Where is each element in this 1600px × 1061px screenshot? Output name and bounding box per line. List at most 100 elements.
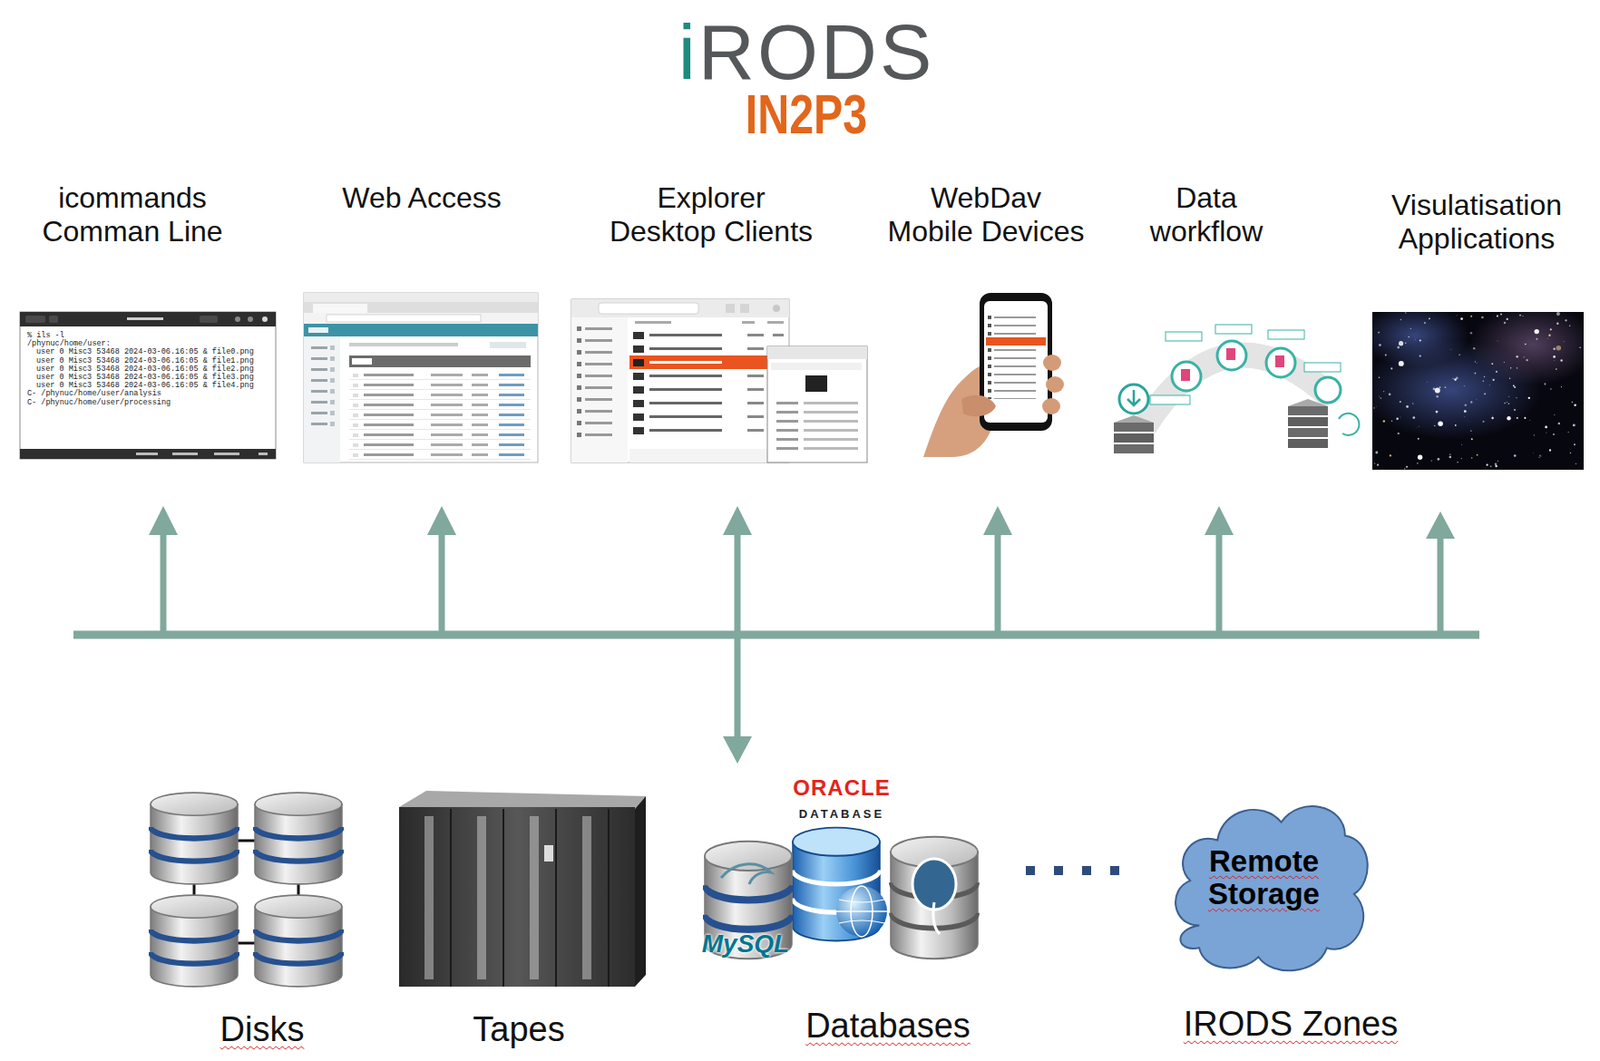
explorer-screenshot [571,299,790,318]
star-field [1458,354,1460,356]
workflow-illustration [1113,422,1154,432]
access-bus [160,531,167,635]
star-field [1528,397,1531,400]
star-field [1503,361,1505,363]
logo-title: iRODS [678,12,936,91]
cloud-text-slot: Remote Storage [1207,845,1322,912]
star-field [1516,355,1519,358]
access-bus [439,531,446,635]
star-field [1434,388,1441,394]
star-field [1513,409,1516,411]
star-field [1463,385,1465,388]
star-field [1373,407,1376,410]
explorer-screenshot [571,299,868,463]
star-field [1405,405,1409,409]
star-field [1419,355,1422,358]
disk-array [254,895,342,987]
logo-title-slot: iRODS [678,12,936,91]
star-field [1481,316,1484,320]
star-field [1503,321,1506,324]
star-field [1444,386,1447,389]
star-field [1398,341,1404,346]
star-field [1560,386,1562,388]
client-heading-slot: Visulatisation Applications [1390,188,1564,256]
access-bus [995,531,1002,635]
star-field [1378,377,1381,380]
star-field [1435,410,1439,414]
tape-library [555,809,557,987]
workflow-illustration [1315,377,1341,403]
star-field [1496,315,1499,318]
explorer-screenshot [575,322,626,441]
explorer-screenshot [629,328,788,438]
access-bus [722,506,752,536]
cloud-text: Remote Storage [1207,845,1322,912]
workflow-illustration [1275,355,1285,368]
star-field [1439,386,1442,389]
star-field [1464,404,1467,407]
star-field [1506,401,1508,403]
star-field [1545,431,1547,433]
explorer-screenshot [571,317,628,463]
explorer-screenshot [767,321,784,324]
tape-library [477,816,487,980]
star-field [1540,455,1542,457]
star-field [1506,416,1511,420]
web-screenshot [303,312,538,324]
client-heading: Explorer Desktop Clients [607,181,815,249]
star-field [1483,376,1485,378]
terminal-screenshot [19,312,276,327]
star-field [1513,386,1516,389]
workflow-illustration [1150,395,1191,405]
star-field [1500,312,1503,315]
star-field [1573,403,1577,407]
star-field [1495,370,1498,373]
storage-label-slot: Tapes [472,1010,565,1051]
star-field [1546,337,1549,340]
access-bus [1437,535,1444,635]
star-field [1553,414,1555,416]
star-field [1483,393,1486,396]
sky-image [1469,312,1584,386]
terminal-line: /phynuc/home/user: [27,340,254,349]
terminal-screenshot [19,312,276,459]
star-field [1523,417,1526,420]
tape-library [634,796,646,987]
storage-label: IRODS Zones [1183,1004,1399,1045]
star-field [1407,336,1409,338]
star-field [1428,318,1431,321]
phone-in-hand [923,292,1064,458]
star-field [1552,348,1555,351]
workflow-illustration [1165,331,1202,342]
star-field [1453,378,1457,381]
workflow-illustration [1127,390,1141,406]
workflow-illustration [1119,384,1149,414]
explorer-screenshot [629,355,788,370]
client-heading: Web Access [341,181,501,215]
star-field [1437,458,1441,461]
explorer-screenshot [776,399,864,454]
sky-image [1372,312,1470,368]
star-field [1572,424,1576,428]
star-field [1558,422,1561,425]
star-field [1373,312,1581,470]
star-field [1516,367,1519,370]
storage-panel: Databases [693,780,980,1051]
star-field [1463,409,1467,413]
vendor-logo-text: ORACLE [792,777,890,800]
vendor-logo-text-slot: MySQL [702,930,790,959]
workflow-illustration [1226,348,1236,361]
vendor-logo-text: DATABASE [799,808,885,820]
star-field [1412,402,1414,404]
terminal-screenshot [234,316,241,322]
star-field [1492,379,1494,381]
client-panel: Visulatisation Applications [1372,181,1584,470]
client-heading: WebDav Mobile Devices [886,181,1086,249]
client-heading: icommands Comman Line [40,181,225,249]
explorer-screenshot [767,346,868,463]
terminal-line: user 0 Misc3 53468 2024-03-06.16:05 & fi… [27,381,254,391]
workflow-illustration [1113,324,1359,454]
star-field [1454,424,1457,427]
star-field [1470,331,1473,334]
workflow-illustration [1338,413,1359,436]
